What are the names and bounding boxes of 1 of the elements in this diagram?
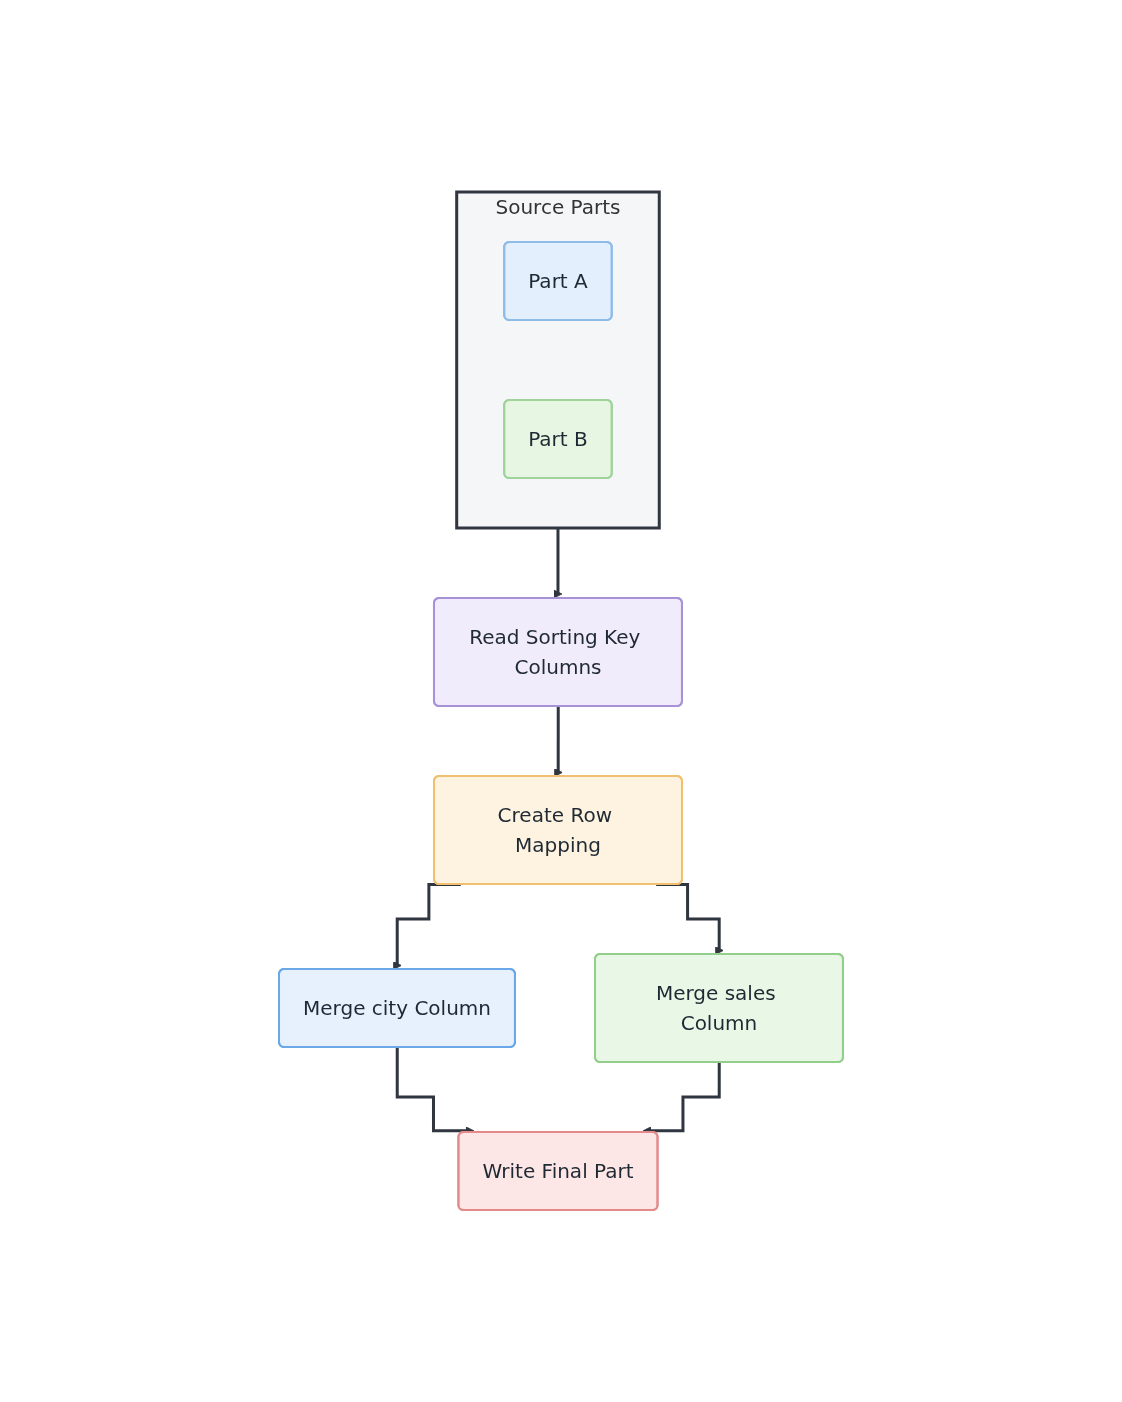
- arrow: [554, 705, 563, 777]
